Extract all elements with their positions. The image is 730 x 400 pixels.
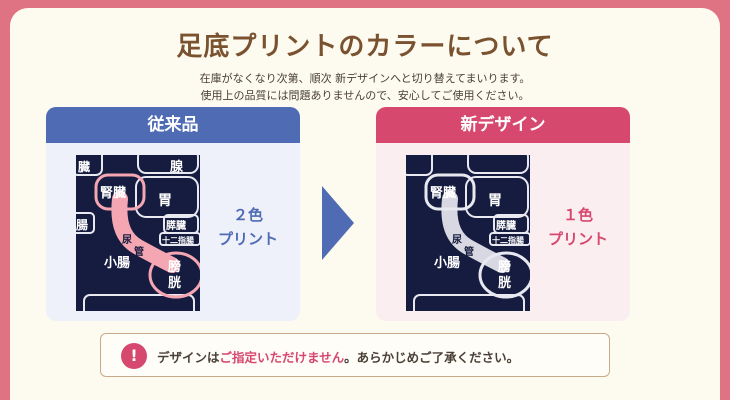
print-color-count: ２色	[232, 206, 263, 224]
new-print-photo: 腎臓 胃 膵臓 十二指腸 尿 管 小腸 膀 胱	[406, 155, 530, 311]
arrow-right-icon	[322, 186, 354, 260]
label-kidney: 腎臓	[430, 185, 456, 201]
notice-text-highlight: ご指定いただけません	[219, 350, 345, 365]
notice-text-after: 。あらかじめご了承ください。	[344, 350, 520, 365]
description-line-2: 使用上の品質には問題ありませんので、安心してご使用ください。	[200, 89, 530, 102]
label-ureter-2: 管	[134, 245, 144, 258]
label-bladder-1: 膀	[167, 259, 181, 275]
notice-text: デザインはご指定いただけません。あらかじめご了承ください。	[157, 347, 519, 366]
print-word: プリント	[547, 230, 608, 248]
print-word: プリント	[217, 230, 278, 248]
label-intestine: 腸	[76, 218, 88, 232]
description-line-1: 在庫がなくなり次第、順次 新デザインへと切り替えてまいります。	[199, 72, 531, 85]
label-stomach: 胃	[158, 193, 172, 209]
label-ureter-1: 尿	[452, 234, 462, 246]
label-duodenum: 十二指腸	[162, 235, 194, 245]
page-title: 足底プリントのカラーについて	[176, 32, 554, 62]
label-pancreas-top: 臓	[78, 159, 90, 174]
label-bladder-2: 胱	[498, 276, 511, 291]
notice-text-before: デザインは	[157, 350, 220, 365]
label-stomach: 胃	[488, 193, 502, 209]
label-gland: 腺	[170, 159, 184, 175]
label-pancreas: 膵臓	[166, 219, 186, 232]
exclamation-icon: !	[121, 343, 147, 369]
conventional-product-card: 従来品 臓 腺 腎臓 胃 膵臓 十二指腸 腸	[46, 107, 300, 321]
label-ureter-1: 尿	[122, 234, 132, 246]
new-card-heading: 新デザイン	[376, 107, 630, 143]
notice-box: ! デザインはご指定いただけません。あらかじめご了承ください。	[100, 333, 610, 377]
label-small-intestine: 小腸	[434, 256, 460, 271]
conventional-print-label: ２色 プリント	[208, 203, 288, 251]
conventional-print-photo: 臓 腺 腎臓 胃 膵臓 十二指腸 腸 尿 管 小腸 膀 胱	[76, 155, 200, 311]
new-print-label: １色 プリント	[538, 203, 618, 251]
conventional-card-heading: 従来品	[46, 107, 300, 143]
label-bladder-2: 胱	[168, 276, 181, 291]
label-ureter-2: 管	[464, 245, 474, 258]
label-duodenum: 十二指腸	[492, 235, 524, 245]
label-bladder-1: 膀	[497, 259, 511, 275]
new-design-card: 新デザイン 腎臓 胃 膵臓 十二指腸 尿 管 小腸 膀	[376, 107, 630, 321]
print-color-count: １色	[562, 206, 593, 224]
label-pancreas: 膵臓	[496, 219, 516, 232]
label-small-intestine: 小腸	[104, 256, 130, 271]
label-kidney: 腎臓	[100, 185, 126, 201]
